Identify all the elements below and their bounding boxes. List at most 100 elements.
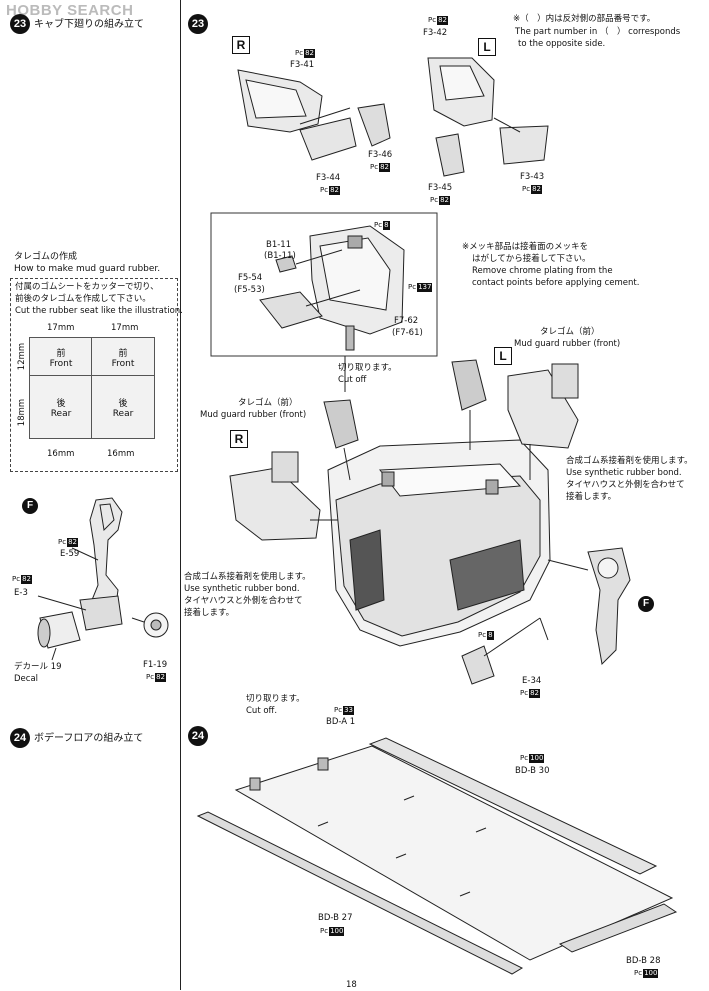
pc-number: 82: [439, 196, 450, 205]
pc-label: Pc: [520, 754, 529, 762]
pc-number: 33: [343, 706, 354, 715]
step-24-badge-right: 24: [188, 726, 208, 746]
mud-guard-title-en: How to make mud guard rubber.: [14, 264, 161, 274]
part-e59: E-59: [60, 549, 80, 559]
dim-bottom-right: 16mm: [107, 449, 135, 459]
left-side-marker-2: L: [494, 347, 512, 365]
mud-front-r-jp: タレゴム（前）: [238, 398, 298, 408]
cell-front-right-jp: 前: [118, 349, 128, 359]
pc-label: Pc: [430, 196, 439, 204]
inset-cut-jp: 切り取ります。: [338, 363, 397, 373]
label-f3-41: F3-41: [290, 60, 315, 70]
inset-cut-en: Cut off: [338, 375, 367, 385]
pc-number: 82: [155, 673, 166, 682]
pc-label: Pc: [295, 49, 304, 57]
right-side-marker: R: [232, 36, 250, 54]
label-e34: E-34: [522, 676, 542, 686]
label-f3-42: F3-42: [423, 28, 448, 38]
pc-label: Pc: [146, 673, 155, 681]
cell-front-left: 前 Front: [29, 337, 93, 377]
chrome-note-jp2: はがしてから接着して下さい。: [472, 254, 591, 264]
mud-front-r-en: Mud guard rubber (front): [200, 410, 307, 420]
inset-b1-11: B1-11: [266, 240, 292, 250]
label-f3-44: F3-44: [316, 173, 341, 183]
inset-b1-11-opp: (B1-11): [264, 251, 296, 261]
decal-label-jp: デカール 19: [14, 662, 62, 673]
note-opposite-en1: The part number in （ ） corresponds: [515, 27, 681, 37]
dim-top-right: 17mm: [111, 323, 139, 333]
sheet-instruction-en: Cut the rubber seat like the illustratio…: [15, 306, 183, 316]
step-23-badge-left: 23: [10, 14, 30, 34]
pc-label: Pc: [408, 283, 417, 291]
pc-label: Pc: [634, 969, 643, 977]
bond-r-jp2: タイヤハウスと外側を合わせて: [184, 596, 303, 606]
pc-label: Pc: [374, 221, 383, 229]
bond-r-jp3: 接着します。: [184, 608, 235, 618]
page-number: 18: [346, 980, 357, 990]
cell-rear-left-jp: 後: [56, 399, 66, 409]
part-e3: E-3: [14, 588, 28, 598]
decal-label-en: Decal: [14, 674, 39, 684]
bond-l-jp2: タイヤハウスと外側を合わせて: [566, 480, 685, 490]
pc-label: Pc: [12, 575, 21, 583]
pc-number: 82: [529, 689, 540, 698]
pc-number: 82: [21, 575, 32, 584]
label-f3-46: F3-46: [368, 150, 393, 160]
note-opposite-en2: to the opposite side.: [518, 39, 606, 49]
bond-l-jp3: 接着します。: [566, 492, 617, 502]
f-subassembly-badge-left: F: [22, 498, 38, 514]
inset-f5-53-opp: (F5-53): [234, 285, 265, 295]
pc-label: Pc: [370, 163, 379, 171]
sheet-instruction-jp2: 前後のタレゴムを作成して下さい。: [15, 294, 151, 304]
label-f3-45: F3-45: [428, 183, 453, 193]
pc-number: 82: [304, 49, 315, 58]
pc-number: 82: [379, 163, 390, 172]
bond-l-en1: Use synthetic rubber bond.: [566, 468, 682, 478]
floor-bd-b28: BD-B 28: [626, 956, 661, 966]
floor-cut-en: Cut off.: [246, 706, 278, 716]
floor-cut-jp: 切り取ります。: [246, 694, 305, 704]
pc-number: 100: [529, 754, 545, 763]
mud-front-l-en: Mud guard rubber (front): [514, 339, 621, 349]
chrome-note-jp1: ※メッキ部品は接着面のメッキを: [462, 242, 589, 252]
pc-number: 137: [417, 283, 433, 292]
cell-rear-right-en: Rear: [112, 409, 134, 419]
step-23-badge-right: 23: [188, 14, 208, 34]
step-24-badge-left: 24: [10, 728, 30, 748]
pc-number: 100: [643, 969, 659, 978]
inset-f7-61-opp: (F7-61): [392, 328, 423, 338]
step-24-title-left: ボデーフロアの組み立て: [34, 733, 144, 744]
decal-number: 19: [50, 662, 62, 672]
pc-number: 8: [487, 631, 494, 640]
step-23-title-left: キャブ下廻りの組み立て: [34, 19, 144, 30]
pc-label: Pc: [58, 538, 67, 546]
pc-number: 82: [437, 16, 448, 25]
bond-r-en1: Use synthetic rubber bond.: [184, 584, 300, 594]
pc-label: Pc: [520, 689, 529, 697]
cell-rear-right-jp: 後: [118, 399, 128, 409]
bond-r-jp1: 合成ゴム系接着剤を使用します。: [184, 572, 311, 582]
sheet-instruction-jp1: 付属のゴムシートをカッターで切り、: [15, 282, 159, 292]
inset-f7-62: F7-62: [394, 316, 419, 326]
floor-bd-b30: BD-B 30: [515, 766, 550, 776]
pc-label: Pc: [478, 631, 487, 639]
inset-f5-54: F5-54: [238, 273, 263, 283]
chrome-note-en2: contact points before applying cement.: [472, 278, 640, 288]
cell-front-right-en: Front: [111, 359, 135, 369]
pc-label: Pc: [320, 186, 329, 194]
pc-number: 82: [67, 538, 78, 547]
pc-number: 82: [329, 186, 340, 195]
pc-label: Pc: [320, 927, 329, 935]
part-f1-19: F1-19: [143, 660, 168, 670]
pc-label: Pc: [522, 185, 531, 193]
pc-number: 82: [531, 185, 542, 194]
